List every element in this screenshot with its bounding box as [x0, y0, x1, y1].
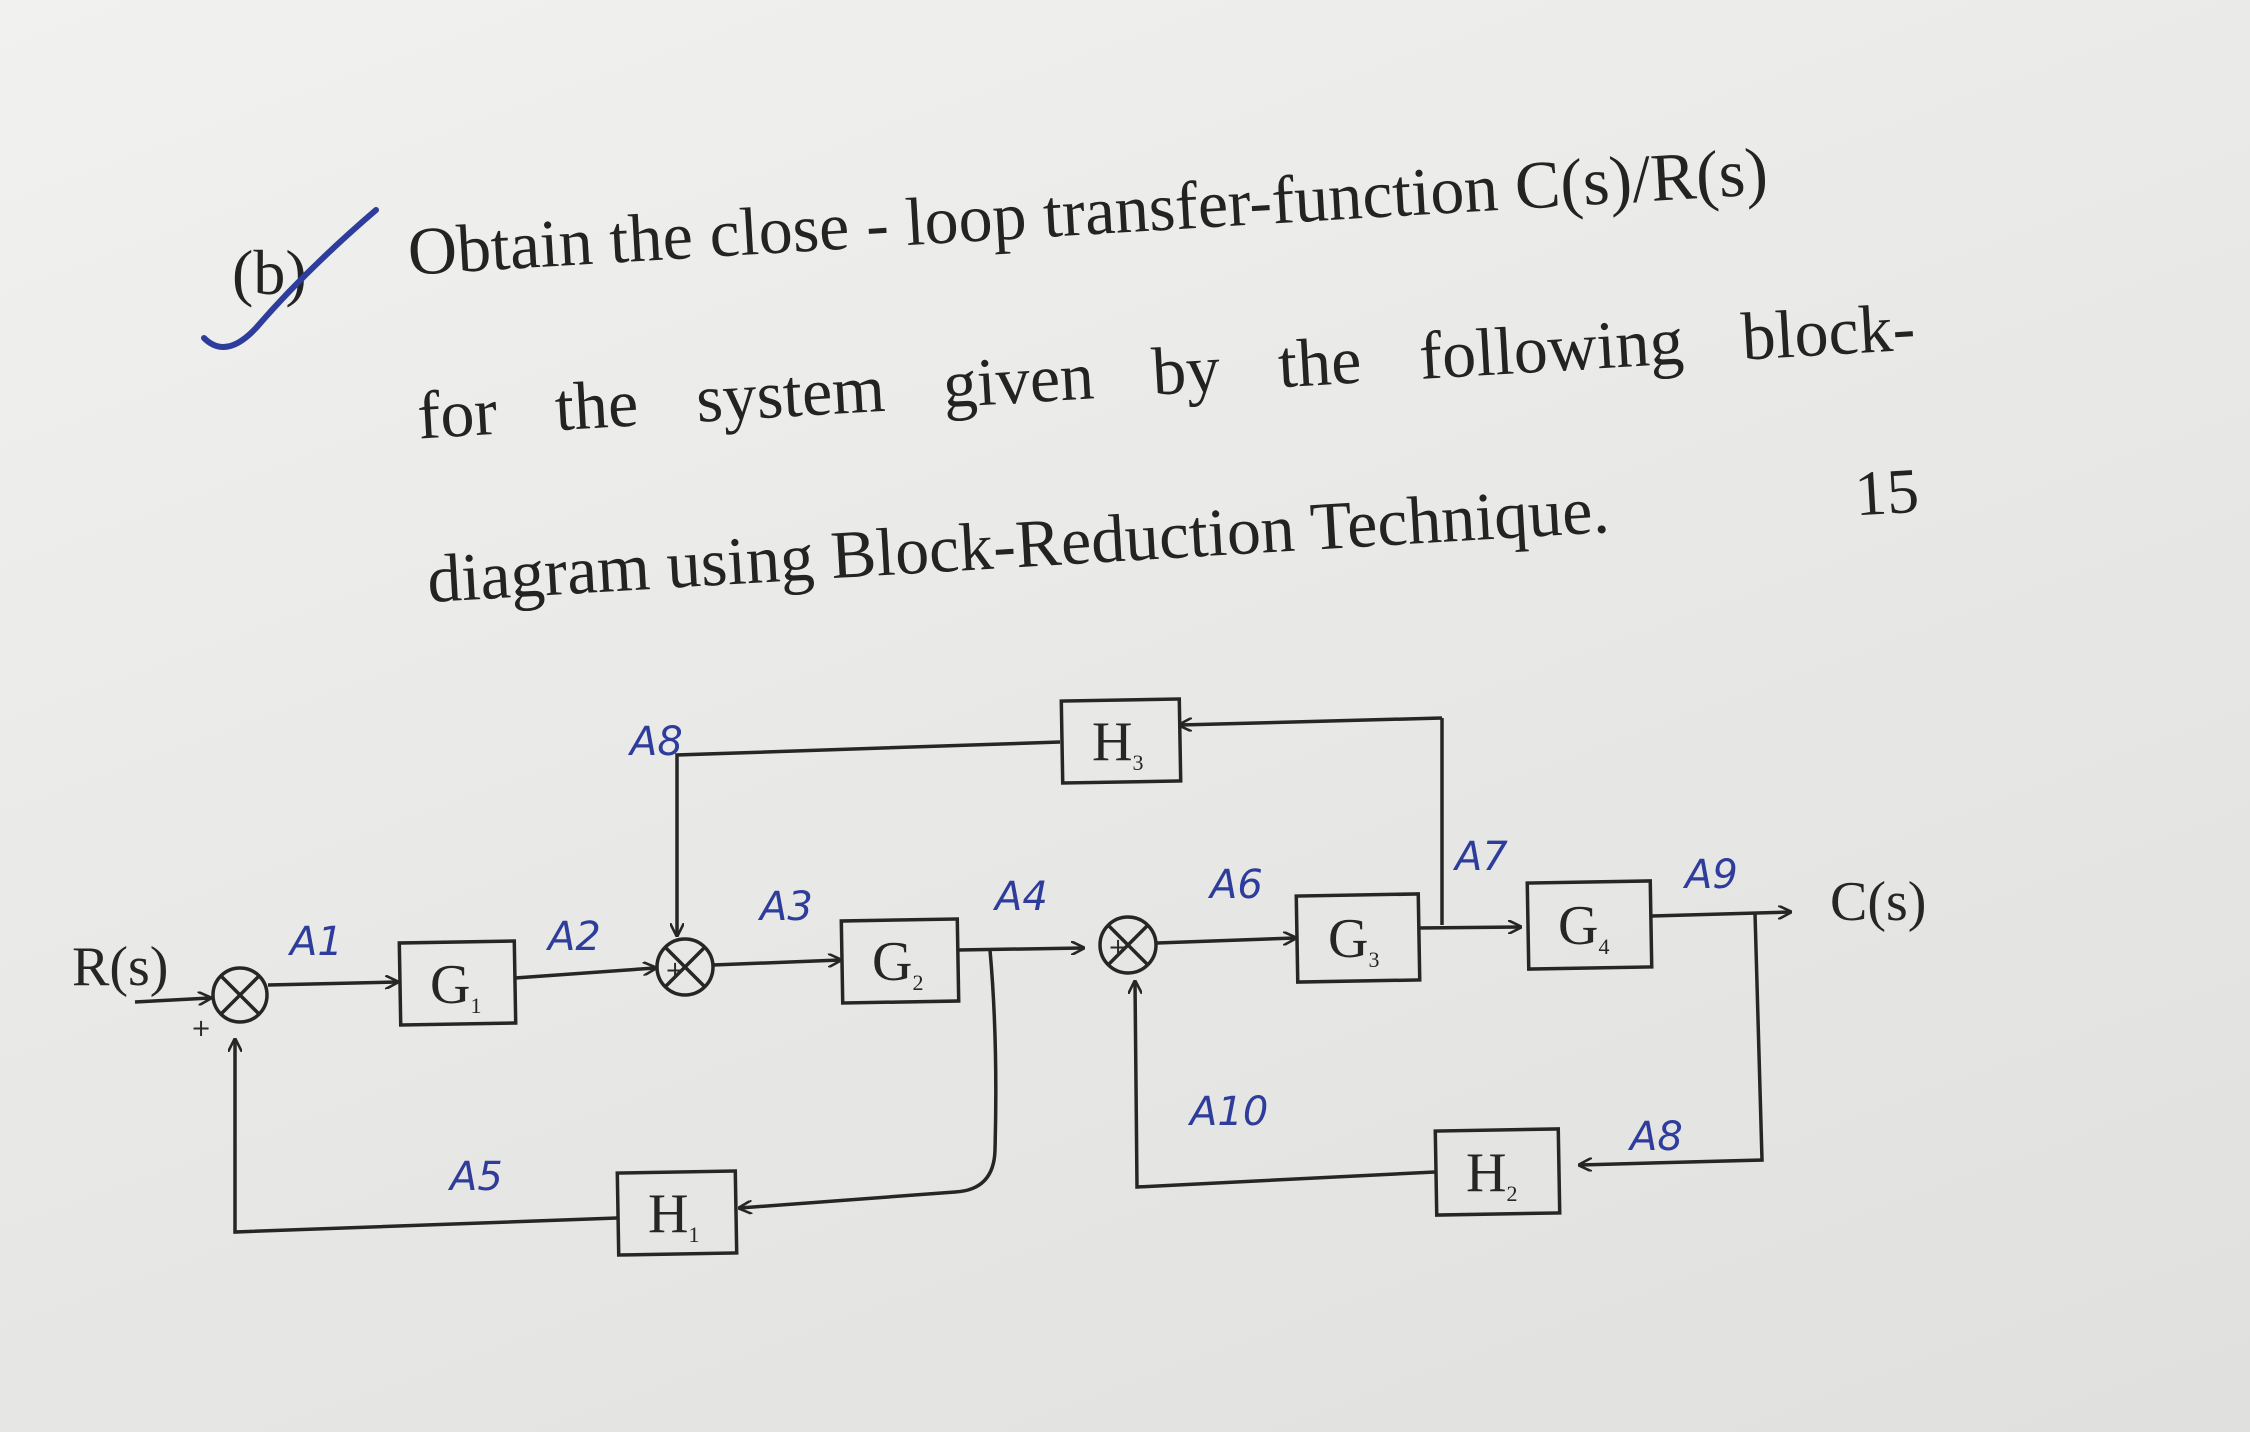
annotation-a10: A10	[1187, 1089, 1268, 1135]
annotation-a6: A6	[1207, 862, 1263, 908]
annotation-a4: A4	[992, 874, 1048, 920]
wire-h2-feedback	[1580, 912, 1764, 1165]
wire-h3-feedback-top	[1180, 716, 1443, 725]
summing-junction-3	[1098, 915, 1158, 975]
block-h2: H2	[1433, 1127, 1562, 1217]
summing-junction-1	[211, 966, 269, 1024]
block-h3: H3	[1059, 697, 1183, 785]
block-g1: G1	[397, 939, 518, 1027]
block-g3-label: G3	[1328, 908, 1379, 972]
block-h1-label: H1	[648, 1183, 699, 1247]
wire-sj2-g2	[712, 960, 840, 965]
input-label: R(s)	[72, 936, 168, 998]
plus-sign: +	[665, 956, 685, 984]
plus-sign: +	[1108, 933, 1128, 961]
block-g4-label: G4	[1558, 895, 1609, 959]
block-h3-label: H3	[1092, 711, 1143, 775]
output-label: C(s)	[1830, 871, 1926, 933]
annotation-a5: A5	[447, 1154, 503, 1200]
block-g2-label: G2	[872, 931, 923, 995]
wire-h2-to-sj3	[1135, 982, 1436, 1189]
annotation-a8: A8	[627, 719, 683, 765]
annotation-a8-feedback: A8	[1627, 1114, 1683, 1160]
annotation-a2: A2	[545, 914, 601, 960]
wire-g3-g4	[1417, 927, 1520, 928]
wire-h1-feedback	[740, 949, 998, 1208]
question-label: (b)	[232, 237, 307, 308]
block-g4: G4	[1525, 879, 1654, 971]
wire-sj3-g3	[1156, 938, 1295, 943]
block-h2-label: H2	[1466, 1142, 1517, 1206]
wire-h3-to-sj2	[677, 740, 1061, 935]
wire-sj1-g1	[267, 982, 397, 985]
annotation-a7: A7	[1452, 834, 1508, 880]
plus-sign: +	[191, 1014, 211, 1042]
wire-g2-sj3	[957, 948, 1083, 950]
wire-input	[134, 998, 210, 1002]
wire-output	[1651, 912, 1790, 916]
summing-junction-2	[655, 937, 715, 997]
block-h1: H1	[615, 1169, 739, 1257]
annotation-a3: A3	[757, 884, 813, 930]
block-g1-label: G1	[430, 954, 481, 1018]
block-g2: G2	[839, 917, 961, 1005]
annotation-a9: A9	[1682, 852, 1738, 898]
wire-g1-sj2	[514, 968, 655, 980]
block-g3: G3	[1294, 892, 1422, 984]
tick-mark-icon	[201, 207, 379, 350]
wire-h1-to-sj1	[235, 1040, 618, 1234]
annotation-a1: A1	[287, 919, 343, 965]
